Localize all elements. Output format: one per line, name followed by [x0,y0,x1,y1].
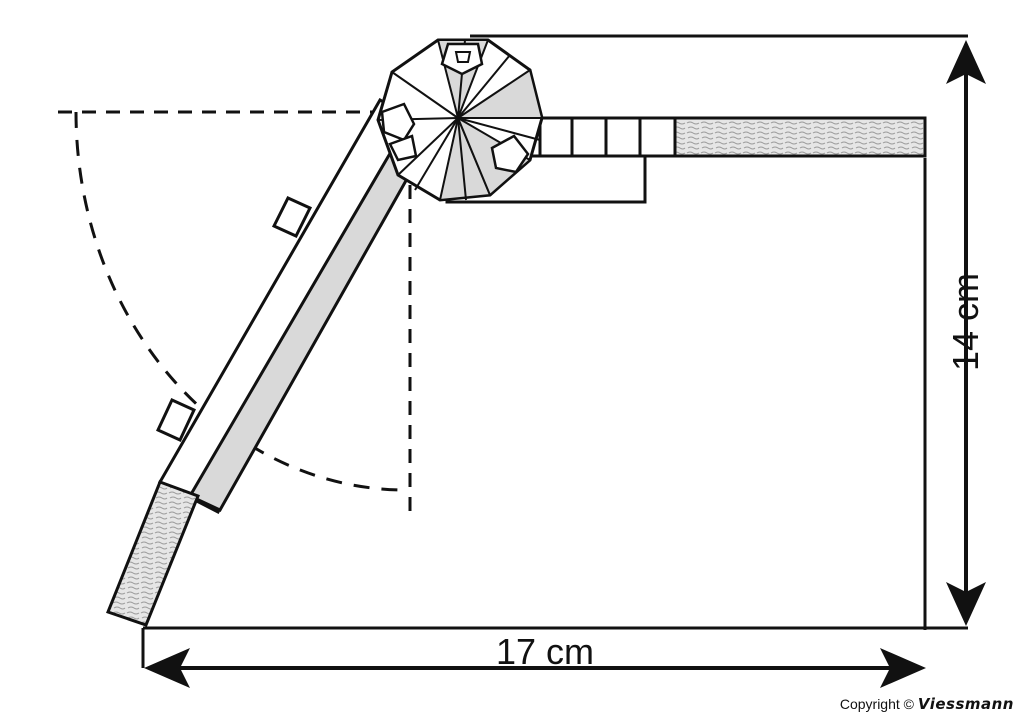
brand-logo: Viessmann [917,695,1014,713]
width-label: 17 cm [496,631,594,672]
height-label: 14 cm [945,273,986,371]
dimension-height: 14 cm [945,40,986,626]
dimension-width: 17 cm [144,631,926,688]
walkway-clip-upper [271,196,313,238]
copyright-prefix: Copyright © [839,696,914,712]
pivot-hub [376,38,544,202]
copyright-notice: Copyright © Viessmann [840,695,1014,713]
bridge-walkway-outer [157,97,423,515]
fixed-track-sand [673,116,927,158]
walkway-clip-lower [156,398,196,442]
swing-arc [74,111,407,492]
approach-track-left [106,480,200,627]
